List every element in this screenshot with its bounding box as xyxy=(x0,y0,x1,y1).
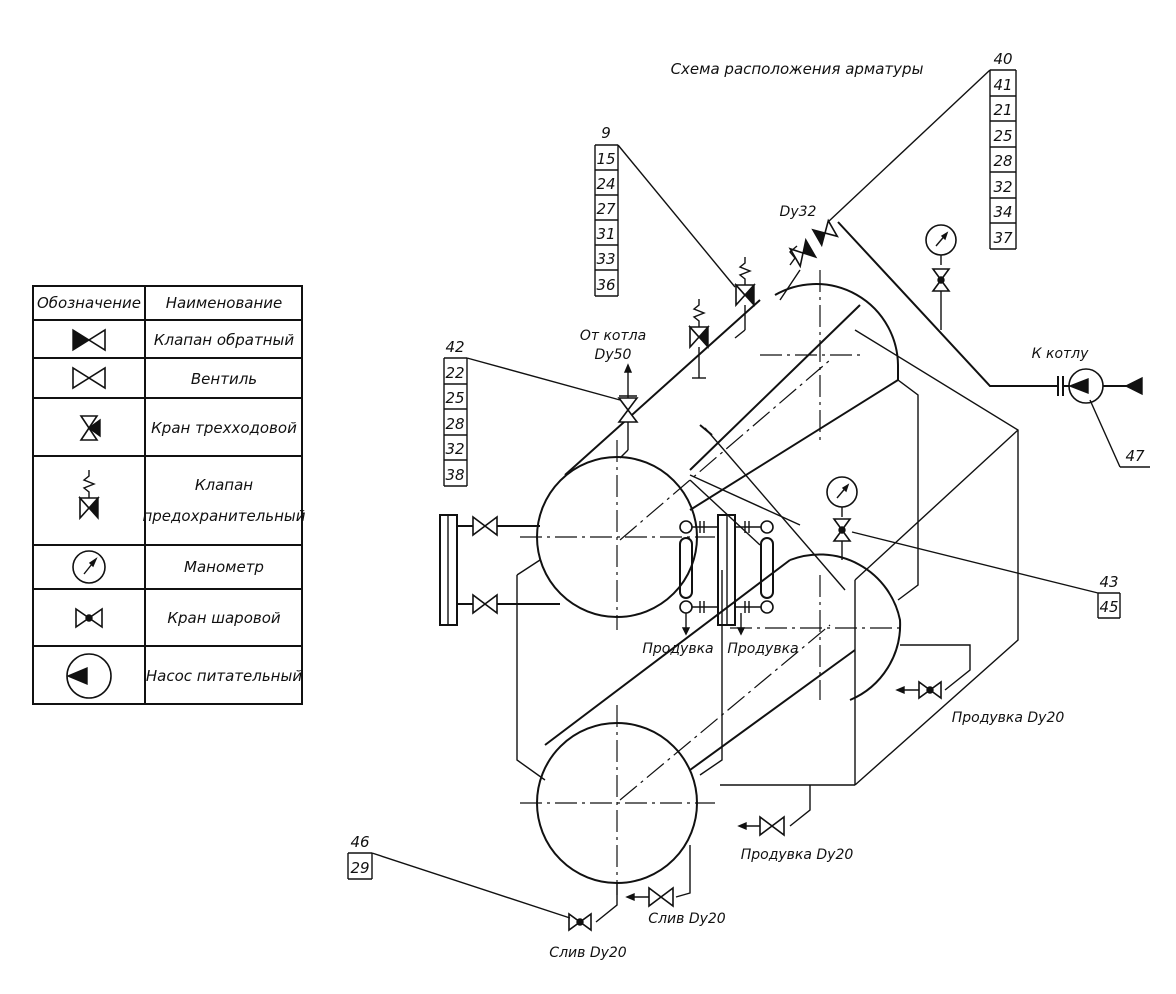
callout-40-item: 37 xyxy=(993,229,1013,247)
pipe-to-boiler xyxy=(837,221,1058,387)
drain-right xyxy=(625,845,691,907)
label-purge-2: Продувка xyxy=(727,641,798,657)
callout-40-item: 28 xyxy=(993,152,1012,170)
legend-name-safety-valve-2: предохранительный xyxy=(142,507,305,525)
label-to-boiler: К котлу xyxy=(1032,346,1090,362)
callout-9-num: 9 xyxy=(601,124,611,142)
ball-valve-icon xyxy=(75,607,103,629)
callout-9: 9 15 24 27 31 33 36 xyxy=(594,124,736,297)
legend-table: Обозначение Наименование Клапан обратный… xyxy=(32,285,306,705)
callout-42-num: 42 xyxy=(445,338,464,356)
dy32-valve-group xyxy=(779,218,839,301)
label-from-boiler-2: Dy50 xyxy=(595,347,632,363)
legend-name-feed-pump: Насос питательный xyxy=(146,667,302,685)
label-purge-1: Продувка xyxy=(642,641,713,657)
legend-header-symbol: Обозначение xyxy=(37,294,141,312)
callout-9-item: 36 xyxy=(596,276,615,294)
callout-40: 40 41 21 25 28 32 34 37 xyxy=(827,50,1017,250)
label-drain-dy20-1: Слив Dy20 xyxy=(648,911,725,927)
callout-9-item: 31 xyxy=(596,225,615,243)
gate-valve-icon xyxy=(72,366,106,390)
callout-40-num: 40 xyxy=(993,50,1012,68)
legend-name-safety-valve-1: Клапан xyxy=(195,476,253,494)
diagram-title: Схема расположения арматуры xyxy=(671,60,924,78)
callout-42: 42 22 25 28 32 38 xyxy=(443,338,621,487)
legend-name-gate-valve: Вентиль xyxy=(191,370,257,388)
callout-47: 47 xyxy=(1089,399,1150,468)
legend-name-three-way-valve: Кран трехходовой xyxy=(151,419,297,437)
callout-43-item: 45 xyxy=(1099,598,1118,616)
safety-valve-right xyxy=(735,256,755,306)
purge-bottom xyxy=(737,785,811,836)
callout-46-num: 46 xyxy=(350,833,369,851)
callout-40-item: 32 xyxy=(993,178,1012,196)
callout-40-item: 41 xyxy=(993,76,1012,94)
purge-right xyxy=(895,644,971,699)
label-from-boiler-1: От котла xyxy=(580,328,646,344)
callout-42-item: 38 xyxy=(445,466,464,484)
callout-9-item: 15 xyxy=(596,150,615,168)
left-valve-lower xyxy=(472,594,498,614)
legend-name-ball-valve: Кран шаровой xyxy=(167,609,281,627)
feed-pump-icon xyxy=(66,653,112,699)
label-purge-dy20-bottom: Продувка Dy20 xyxy=(741,847,854,863)
vessels xyxy=(516,270,1019,895)
vessel-rear-bottom xyxy=(789,553,902,701)
safety-valve-icon xyxy=(79,469,99,519)
callout-47-num: 47 xyxy=(1125,447,1145,465)
legend-header-name: Наименование xyxy=(166,294,283,312)
callout-46: 46 29 xyxy=(347,833,571,919)
callout-9-item: 27 xyxy=(596,200,616,218)
gauge-top-right xyxy=(925,224,957,330)
callout-42-item: 32 xyxy=(445,440,464,458)
callout-42-item: 28 xyxy=(445,415,464,433)
left-header-pipe xyxy=(439,514,560,626)
callout-42-item: 22 xyxy=(445,364,464,382)
check-valve-icon xyxy=(72,328,106,352)
left-valve-upper xyxy=(472,516,498,536)
vessel-rear-top xyxy=(774,283,899,380)
label-drain-dy20-2: Слив Dy20 xyxy=(549,945,626,961)
level-gauges xyxy=(679,514,774,636)
callout-9-item: 24 xyxy=(596,175,615,193)
pressure-gauge-icon xyxy=(72,550,106,584)
feed-pump xyxy=(1068,368,1104,404)
callout-40-item: 25 xyxy=(993,127,1012,145)
callout-40-item: 34 xyxy=(993,203,1012,221)
label-dy32: Dy32 xyxy=(780,204,817,220)
three-way-valve-icon xyxy=(79,415,101,441)
callout-43: 43 45 xyxy=(851,531,1121,619)
legend-name-check-valve: Клапан обратный xyxy=(154,331,295,349)
legend-name-pressure-gauge: Манометр xyxy=(184,558,264,576)
drain-left xyxy=(568,883,618,931)
callout-40-item: 21 xyxy=(993,101,1012,119)
inlet-from-boiler xyxy=(617,363,639,459)
gauge-center xyxy=(826,476,858,560)
label-purge-dy20-right: Продувка Dy20 xyxy=(952,710,1065,726)
inlet-check-valve-icon xyxy=(617,395,639,423)
safety-valve-left xyxy=(689,298,709,348)
callout-9-item: 33 xyxy=(596,250,615,268)
callout-43-num: 43 xyxy=(1099,573,1118,591)
callout-46-item: 29 xyxy=(350,859,369,877)
callout-42-item: 25 xyxy=(445,389,464,407)
